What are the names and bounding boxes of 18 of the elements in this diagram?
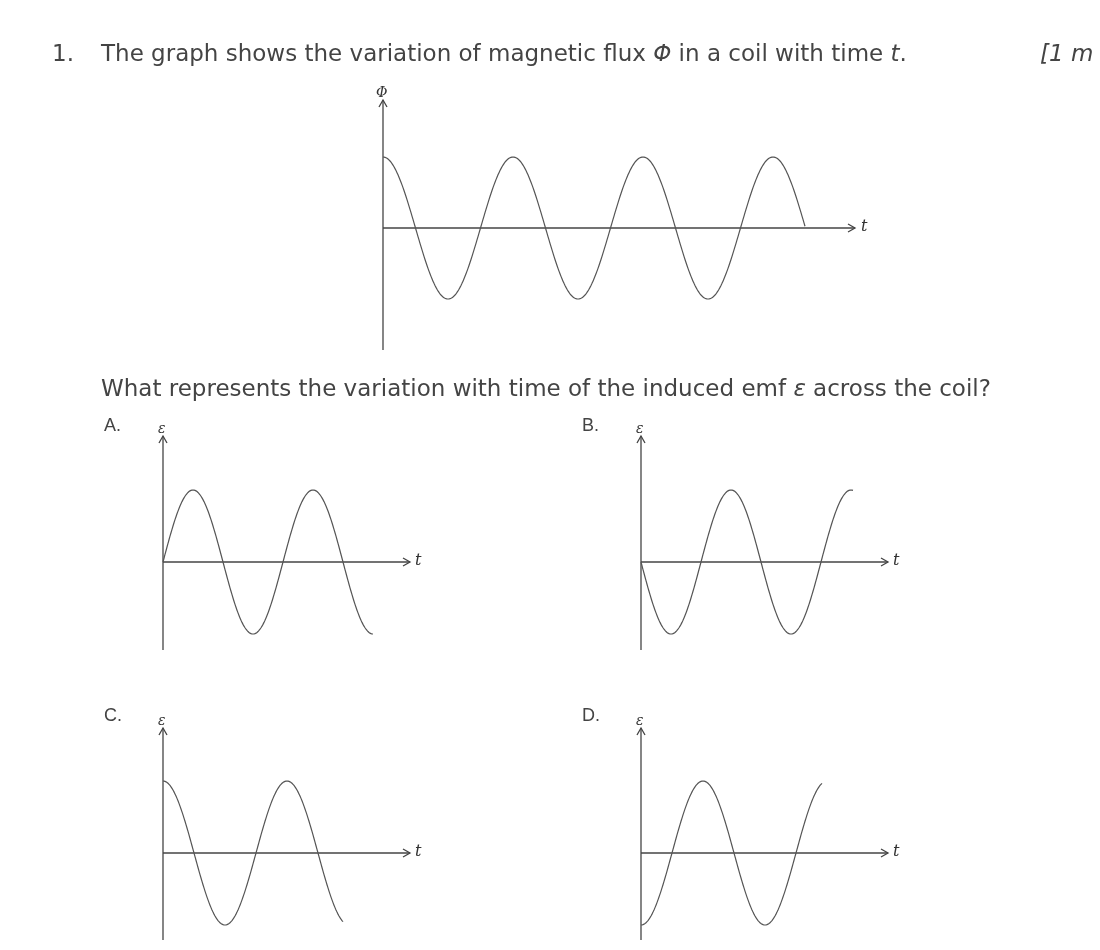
axis-label: ε <box>636 712 644 728</box>
axis-label: t <box>893 841 900 860</box>
axis-label: ε <box>636 420 644 436</box>
axis-label: t <box>415 841 422 860</box>
axis-label: Φ <box>376 84 388 100</box>
option-letter: D. <box>582 705 600 726</box>
axis-label: t <box>861 216 868 235</box>
axis-label: t <box>415 550 422 569</box>
question-number: 1. <box>52 40 74 66</box>
axis-label: t <box>893 550 900 569</box>
axis-label: ε <box>158 712 166 728</box>
option-letter: C. <box>104 705 122 726</box>
axis-label: ε <box>158 420 166 436</box>
option-letter: B. <box>582 415 599 436</box>
question-text: The graph shows the variation of magnetic flux Φ in a coil with time t. <box>101 40 907 66</box>
question-text: What represents the variation with time of the induced emf ε across the coil? <box>101 375 991 401</box>
option-letter: A. <box>104 415 121 436</box>
marks-note: [1 m <box>1040 40 1094 66</box>
